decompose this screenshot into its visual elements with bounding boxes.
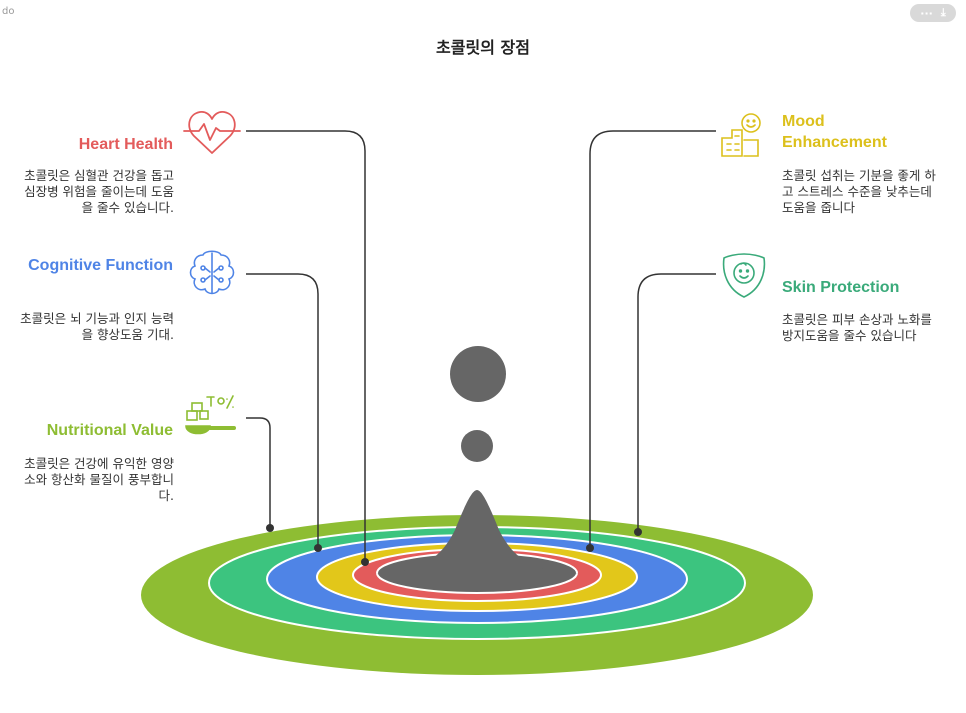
heart-title: Heart Health xyxy=(78,136,173,153)
dot-heart xyxy=(361,558,369,566)
skin-desc: 초콜릿은 피부 손상과 노화를 방지도움을 줄수 있습니다 xyxy=(782,312,932,343)
splash-peak xyxy=(375,490,579,574)
skin-title: Skin Protection xyxy=(782,279,900,296)
mood-title: Mood Enhancement xyxy=(782,113,887,151)
connector-skin xyxy=(637,273,716,530)
toolbar: ··· ⤓ xyxy=(910,4,956,22)
brand-mark: do xyxy=(2,6,15,17)
connector-nutrition xyxy=(246,417,271,526)
dot-mood xyxy=(586,544,594,552)
happy-person-icon xyxy=(721,113,761,157)
mood-desc: 초콜릿 섭취는 기분을 좋게 하고 스트레스 수준을 낮추는데 도움을 줍니다 xyxy=(782,168,936,215)
heart-desc: 초콜릿은 심혈관 건강을 돕고 심장병 위험을 줄이는데 도움을 줄수 있습니다… xyxy=(24,168,174,215)
nutrition-title: Nutritional Value xyxy=(46,422,173,439)
heart-pulse-icon xyxy=(183,110,241,154)
brain-icon xyxy=(189,250,235,295)
dot-cognitive xyxy=(314,544,322,552)
download-button[interactable]: ⤓ xyxy=(940,6,946,19)
cognitive-desc: 초콜릿은 뇌 기능과 인지 능력을 향상도움 기대. xyxy=(20,311,174,342)
connector-heart xyxy=(246,130,366,560)
nutrition-scoop-icon xyxy=(185,395,236,435)
drop-small xyxy=(461,430,493,462)
nutrition-desc: 초콜릿은 건강에 유익한 영양소와 항산화 물질이 풍부합니다. xyxy=(24,456,174,503)
drop-large xyxy=(450,346,506,402)
page-title: 초콜릿의 장점 xyxy=(436,38,530,57)
cognitive-title: Cognitive Function xyxy=(28,257,173,274)
more-button[interactable]: ··· xyxy=(920,6,933,20)
shield-face-icon xyxy=(722,253,766,298)
dot-nutrition xyxy=(266,524,274,532)
dot-skin xyxy=(634,528,642,536)
connector-mood xyxy=(589,130,716,546)
connector-cognitive xyxy=(246,273,319,546)
